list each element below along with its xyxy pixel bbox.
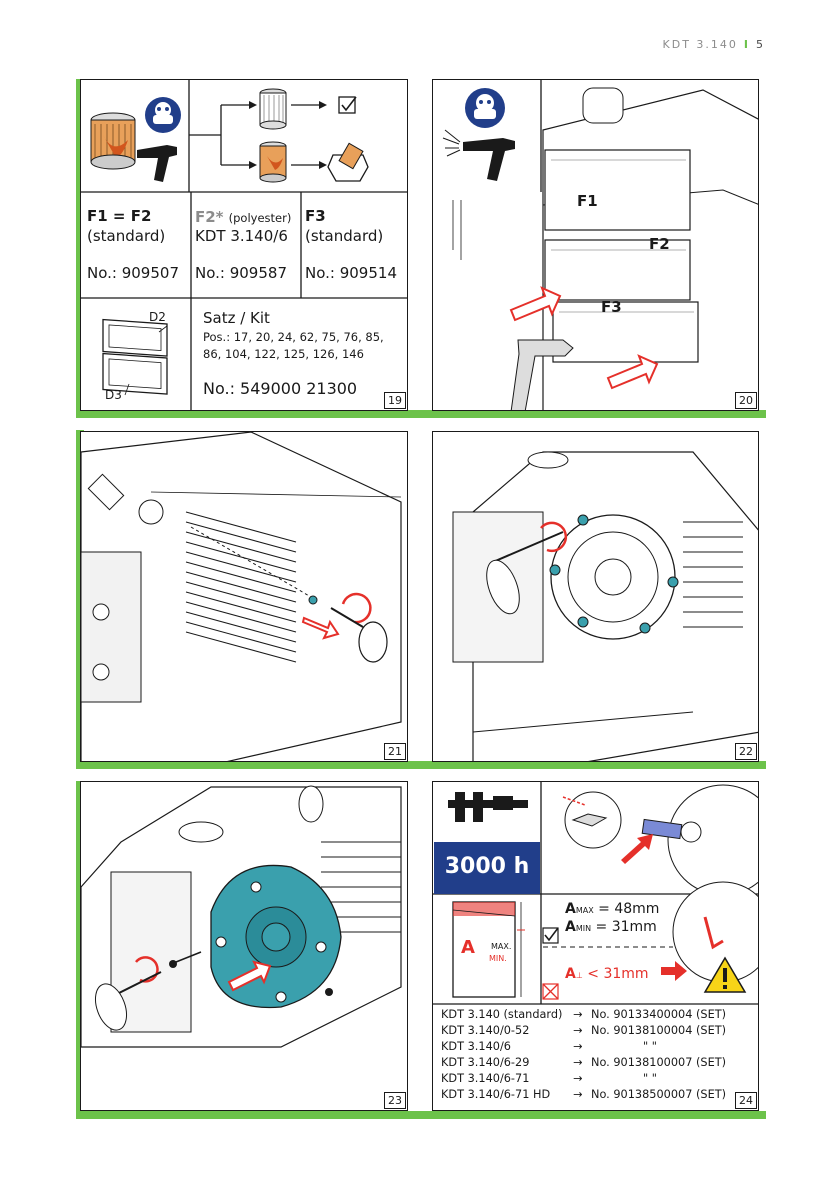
panel-21-cover-removal: 21 bbox=[80, 431, 408, 762]
table-row: KDT 3.140/0-52→No. 90138100004 (SET) bbox=[441, 1024, 727, 1037]
panel-20-filter-housing: F1 F2 F3 20 bbox=[432, 79, 759, 411]
panel-number-19: 19 bbox=[384, 392, 406, 409]
d2-label: D2 bbox=[149, 310, 166, 324]
vane-measure-drawing bbox=[433, 782, 758, 1005]
filter-diagram bbox=[81, 80, 407, 410]
face-protection-icon bbox=[145, 97, 181, 133]
f2-title: F2* bbox=[195, 208, 224, 226]
doc-title: KDT 3.140 bbox=[662, 38, 738, 51]
amin-value: = 31mm bbox=[595, 919, 657, 935]
table-row: KDT 3.140 (standard)→No. 90133400004 (SE… bbox=[441, 1008, 727, 1021]
panel-22-bearing-cover: 22 bbox=[432, 431, 759, 762]
table-row: KDT 3.140/6-71→" " bbox=[441, 1072, 657, 1085]
removed-cover-drawing bbox=[81, 785, 402, 1048]
panel-number-23: 23 bbox=[384, 1092, 406, 1109]
kit-positions-1: Pos.: 17, 20, 24, 62, 75, 76, 85, bbox=[203, 330, 384, 344]
cross-icon bbox=[542, 983, 559, 1000]
table-row: KDT 3.140/6→" " bbox=[441, 1040, 657, 1053]
used-filter-icon bbox=[259, 141, 287, 183]
f3-label: F3 bbox=[601, 298, 622, 316]
dispose-bin-icon bbox=[327, 142, 369, 182]
alimit-value: < 31mm bbox=[587, 966, 649, 982]
panel-19-filters: F1 = F2 (standard) No.: 909507 F2* (poly… bbox=[80, 79, 408, 411]
air-gun-icon bbox=[442, 129, 515, 181]
panel-number-24: 24 bbox=[735, 1092, 757, 1109]
header-separator: I bbox=[743, 38, 750, 51]
gasket-drawing bbox=[102, 318, 168, 396]
min-label: MIN. bbox=[489, 954, 507, 963]
kit-part-number: No.: 549000 21300 bbox=[203, 379, 358, 398]
f3-subtitle: (standard) bbox=[305, 227, 384, 245]
panel-23-cover-off: 23 bbox=[80, 781, 408, 1111]
f3-part-number: No.: 909514 bbox=[305, 264, 397, 282]
panel-number-22: 22 bbox=[735, 743, 757, 760]
green-bar-row3-bottom bbox=[76, 1111, 766, 1119]
check-icon bbox=[542, 927, 559, 944]
f2-label: F2 bbox=[649, 235, 670, 253]
f1-part-number: No.: 909507 bbox=[87, 264, 179, 282]
panel-number-20: 20 bbox=[735, 392, 757, 409]
pump-cover-drawing bbox=[81, 432, 402, 761]
face-protection-icon bbox=[465, 88, 505, 128]
warning-icon bbox=[703, 956, 747, 993]
removed-cover-part bbox=[210, 864, 342, 1009]
replacement-parts-table: KDT 3.140 (standard)→No. 90133400004 (SE… bbox=[441, 1007, 726, 1103]
f3-title: F3 bbox=[305, 207, 326, 225]
green-bar-row1-bottom bbox=[76, 410, 766, 418]
f1-label: F1 bbox=[577, 192, 598, 210]
f2-note: (polyester) bbox=[228, 211, 292, 225]
f2-subtitle: KDT 3.140/6 bbox=[195, 227, 288, 245]
f2-part-number: No.: 909587 bbox=[195, 264, 287, 282]
check-icon bbox=[338, 96, 357, 114]
clean-filter-icon bbox=[259, 88, 287, 130]
max-label: MAX. bbox=[491, 942, 512, 951]
table-row: KDT 3.140/6-29→No. 90138100007 (SET) bbox=[441, 1056, 727, 1069]
vane-letter: A bbox=[461, 937, 475, 958]
f1-subtitle: (standard) bbox=[87, 227, 166, 245]
d3-label: D3 bbox=[105, 388, 122, 402]
panel-number-21: 21 bbox=[384, 743, 406, 760]
dirty-filter-icon bbox=[90, 112, 136, 170]
amax-value: = 48mm bbox=[598, 901, 660, 917]
kit-positions-2: 86, 104, 122, 125, 126, 146 bbox=[203, 347, 364, 361]
panel-24-vane-wear: 3000 h A MAX. MIN. AMAX = 48mm AMIN = 31… bbox=[432, 781, 759, 1111]
caliper-icon bbox=[448, 792, 528, 822]
f1-title: F1 = F2 bbox=[87, 207, 152, 225]
air-gun-icon bbox=[137, 145, 177, 182]
bearing-cover-drawing bbox=[452, 451, 758, 761]
kit-title: Satz / Kit bbox=[203, 309, 270, 327]
green-bar-row2-bottom bbox=[76, 761, 766, 769]
service-hours-badge: 3000 h bbox=[434, 842, 540, 894]
filter-housing-drawing bbox=[442, 80, 758, 410]
table-row: KDT 3.140/6-71 HD→No. 90138500007 (SET) bbox=[441, 1088, 727, 1101]
page-number: 5 bbox=[756, 38, 763, 51]
